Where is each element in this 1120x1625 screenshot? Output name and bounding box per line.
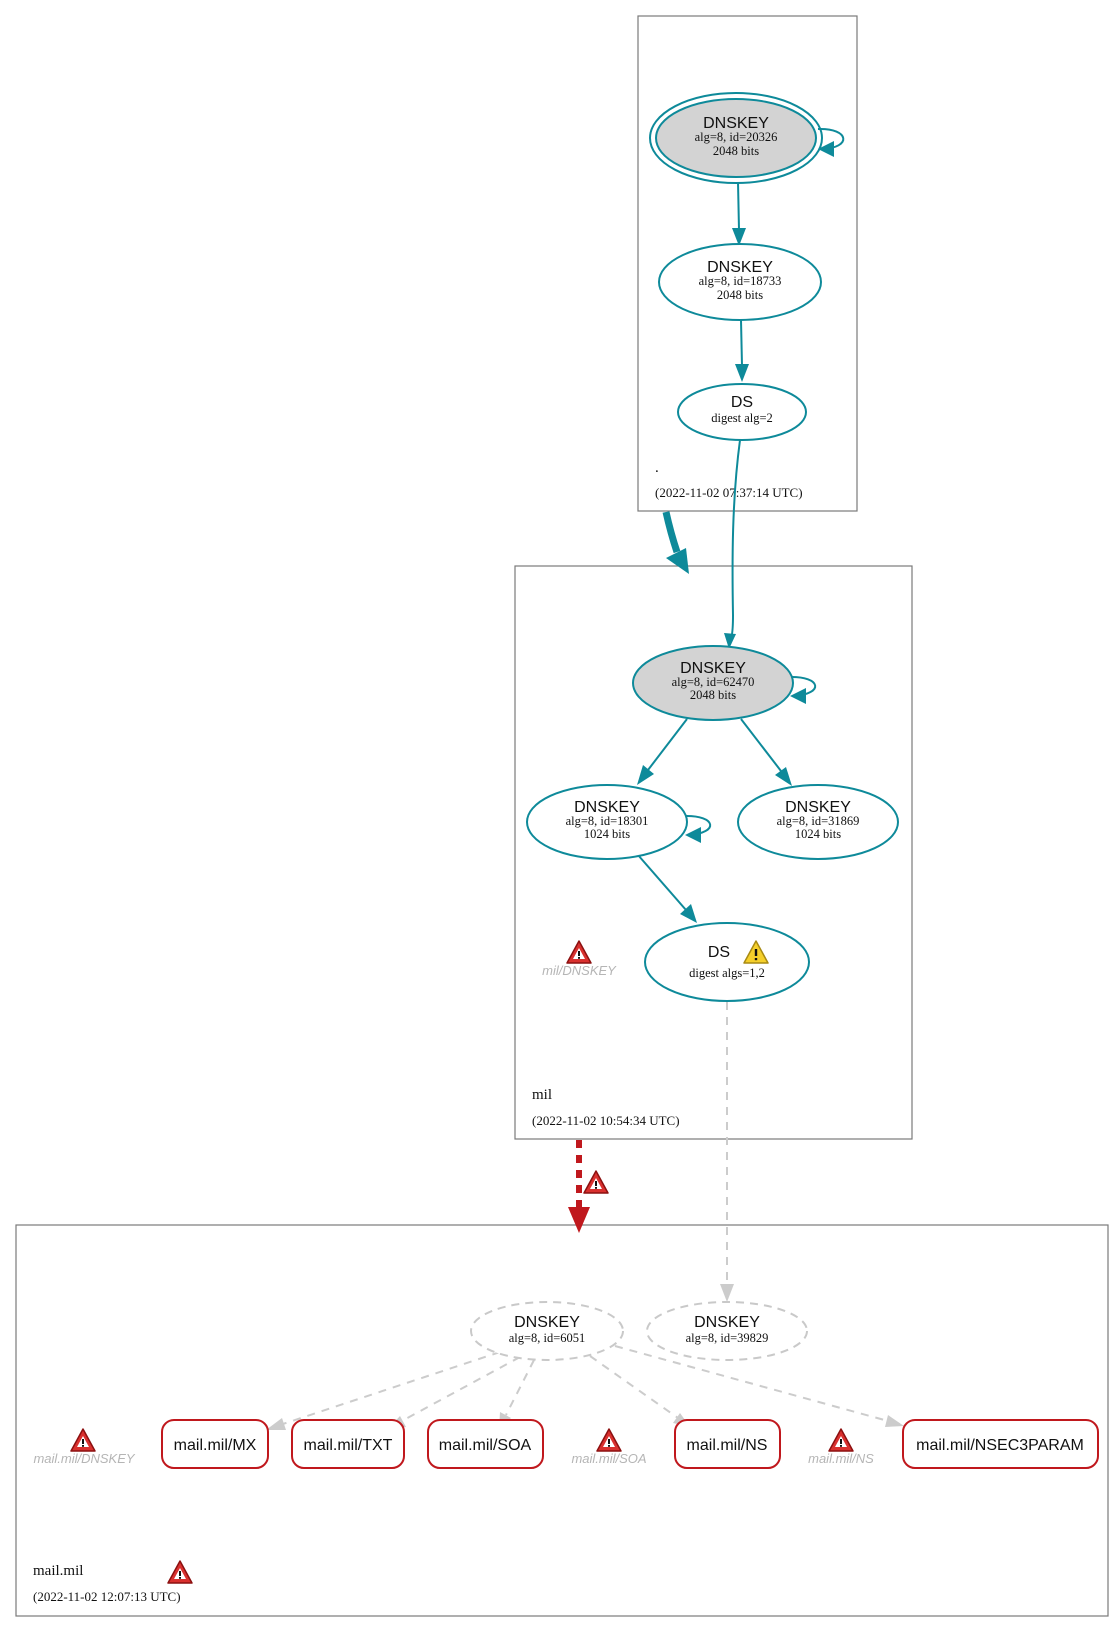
edge-root-zsk-ds xyxy=(740,319,743,367)
arrowhead xyxy=(685,827,701,843)
node-mail-dnskey-39829[interactable]: DNSKEY alg=8, id=39829 xyxy=(646,1301,808,1361)
error-label: mil/DNSKEY xyxy=(542,963,617,978)
node-detail: 2048 bits xyxy=(690,688,736,702)
arrowhead xyxy=(568,1207,590,1233)
node-detail: digest alg=2 xyxy=(711,411,773,425)
rrset-label: mail.mil/MX xyxy=(174,1437,257,1454)
rrset-mail-mil-nsec3param[interactable]: mail.mil/NSEC3PARAM xyxy=(902,1419,1099,1469)
arrowhead xyxy=(818,141,834,157)
arrowhead xyxy=(775,767,792,786)
node-detail: alg=8, id=39829 xyxy=(686,1331,769,1345)
zone-mil-name: mil xyxy=(532,1087,552,1103)
arrowhead xyxy=(680,904,697,923)
node-mil-ds[interactable]: DS digest algs=1,2 xyxy=(644,922,810,1002)
node-type: DS xyxy=(708,944,730,961)
zone-root-name: . xyxy=(655,460,659,476)
error-label: mail.mil/SOA xyxy=(571,1451,646,1466)
node-detail: 2048 bits xyxy=(717,288,763,302)
node-detail: 1024 bits xyxy=(584,827,630,841)
rrset-mail-mil-soa[interactable]: mail.mil/SOA xyxy=(427,1419,544,1469)
node-detail: alg=8, id=6051 xyxy=(509,1331,586,1345)
error-mil-dnskey[interactable]: mil/DNSKEY xyxy=(542,940,617,978)
error-label: mail.mil/DNSKEY xyxy=(33,1451,135,1466)
arrowhead xyxy=(637,765,654,785)
delegation-error-icon xyxy=(583,1170,609,1194)
zone-mil-timestamp: (2022-11-02 10:54:34 UTC) xyxy=(532,1113,680,1128)
edge-mil-ksk-zsk1 xyxy=(647,718,688,771)
node-mil-zsk-18301[interactable]: DNSKEY alg=8, id=18301 1024 bits xyxy=(526,784,688,860)
node-detail: alg=8, id=18733 xyxy=(699,274,782,288)
error-label: mail.mil/NS xyxy=(808,1451,874,1466)
edge-delegation-root-mil xyxy=(662,511,681,554)
node-mail-dnskey-6051[interactable]: DNSKEY alg=8, id=6051 xyxy=(470,1301,624,1361)
rrset-label: mail.mil/TXT xyxy=(304,1437,393,1454)
arrowhead xyxy=(666,548,689,574)
node-type: DNSKEY xyxy=(785,799,851,816)
node-type: DS xyxy=(731,394,753,411)
rrset-label: mail.mil/NS xyxy=(687,1437,768,1454)
node-type: DNSKEY xyxy=(680,660,746,677)
node-detail: alg=8, id=31869 xyxy=(777,814,860,828)
arrowhead xyxy=(735,364,749,382)
edge-mil-ksk-zsk2 xyxy=(740,718,782,772)
zone-mail-mil-name: mail.mil xyxy=(33,1563,83,1579)
arrowhead xyxy=(885,1415,904,1427)
node-root-ds[interactable]: DS digest alg=2 xyxy=(677,383,807,441)
error-mail-mil-ns[interactable]: mail.mil/NS xyxy=(808,1428,874,1466)
rrset-mail-mil-txt[interactable]: mail.mil/TXT xyxy=(291,1419,405,1469)
arrowhead xyxy=(720,1284,734,1302)
node-detail: digest algs=1,2 xyxy=(689,966,765,980)
edge-mil-zsk1-ds xyxy=(637,854,687,911)
arrowhead xyxy=(732,228,746,246)
node-type: DNSKEY xyxy=(574,799,640,816)
node-type: DNSKEY xyxy=(707,259,773,276)
arrowhead xyxy=(266,1418,286,1430)
edge-root-ksk-zsk xyxy=(737,181,740,231)
node-detail: 2048 bits xyxy=(713,144,759,158)
rrset-mail-mil-mx[interactable]: mail.mil/MX xyxy=(161,1419,269,1469)
rrset-mail-mil-ns[interactable]: mail.mil/NS xyxy=(674,1419,781,1469)
node-type: DNSKEY xyxy=(514,1314,580,1331)
edge-mail-key1-nsec3param xyxy=(614,1345,889,1422)
node-root-zsk[interactable]: DNSKEY alg=8, id=18733 2048 bits xyxy=(658,243,822,321)
zone-root-timestamp: (2022-11-02 07:37:14 UTC) xyxy=(655,485,803,500)
node-root-ksk[interactable]: DNSKEY alg=8, id=20326 2048 bits xyxy=(649,92,823,184)
edge-mail-key1-ns xyxy=(589,1355,679,1419)
rrset-label: mail.mil/SOA xyxy=(439,1437,532,1454)
arrowhead xyxy=(790,688,806,704)
node-type: DNSKEY xyxy=(694,1314,760,1331)
arrowhead xyxy=(724,633,736,649)
node-detail: alg=8, id=20326 xyxy=(695,130,778,144)
zone-mail-mil-timestamp: (2022-11-02 12:07:13 UTC) xyxy=(33,1589,181,1604)
node-detail: alg=8, id=62470 xyxy=(672,675,755,689)
edge-mail-key1-txt xyxy=(399,1356,521,1423)
node-detail: alg=8, id=18301 xyxy=(566,814,649,828)
node-mil-zsk-31869[interactable]: DNSKEY alg=8, id=31869 1024 bits xyxy=(737,784,899,860)
node-mil-ksk[interactable]: DNSKEY alg=8, id=62470 2048 bits xyxy=(632,645,794,721)
error-mail-mil-dnskey[interactable]: mail.mil/DNSKEY xyxy=(33,1428,136,1466)
node-detail: 1024 bits xyxy=(795,827,841,841)
error-mail-mil-soa[interactable]: mail.mil/SOA xyxy=(571,1428,647,1466)
node-type: DNSKEY xyxy=(703,115,769,132)
edge-mail-key1-soa xyxy=(505,1359,535,1416)
rrset-label: mail.mil/NSEC3PARAM xyxy=(916,1437,1084,1454)
